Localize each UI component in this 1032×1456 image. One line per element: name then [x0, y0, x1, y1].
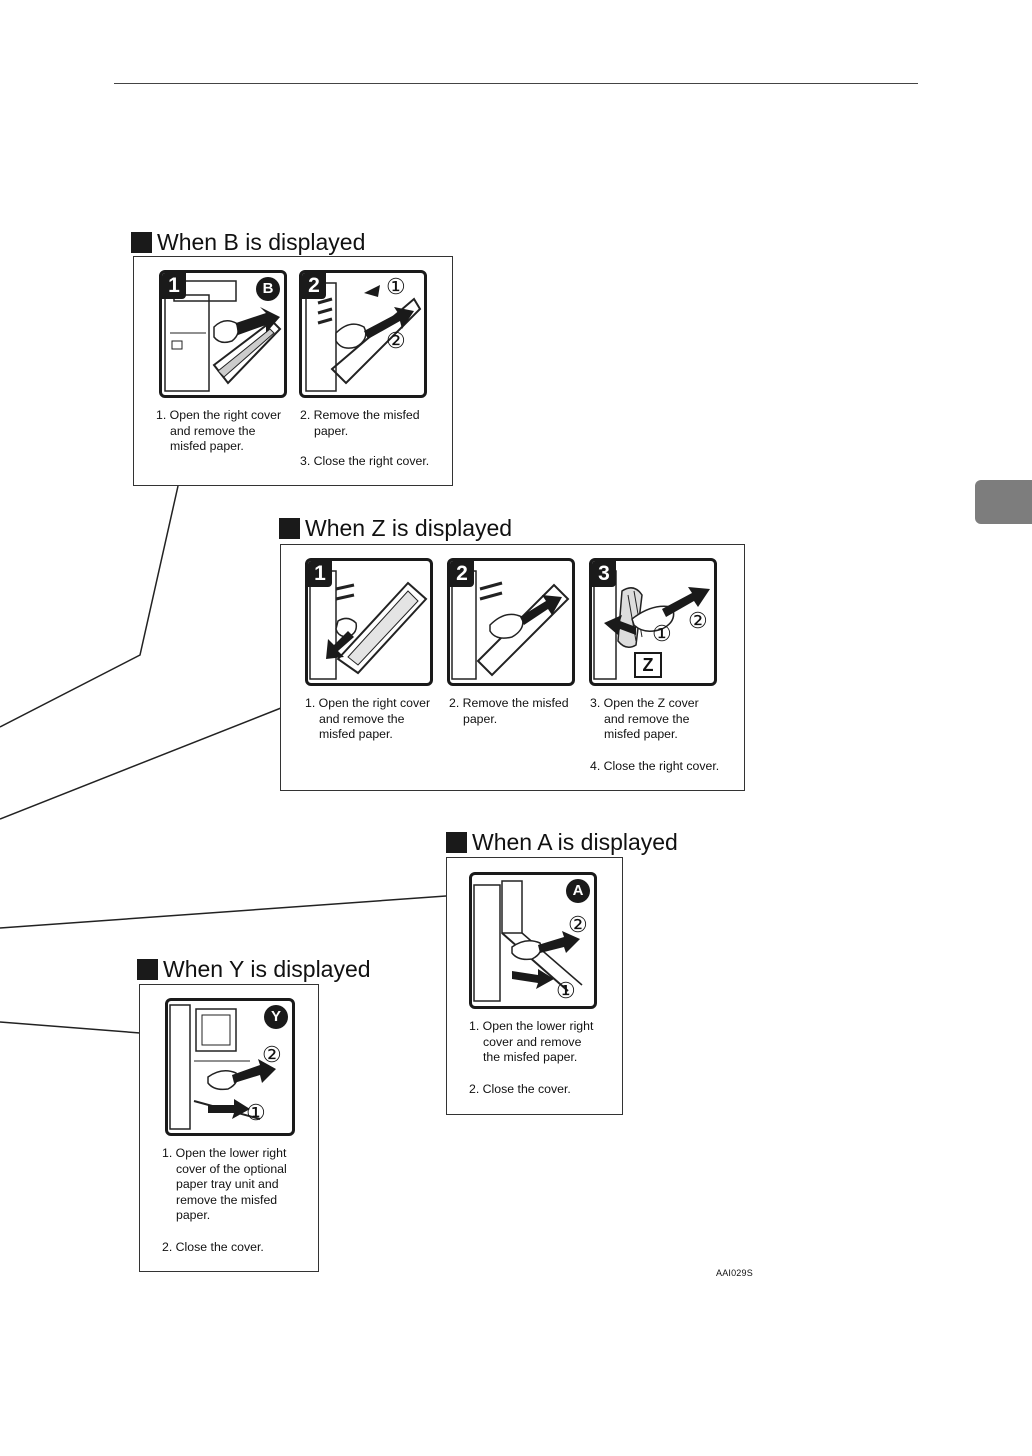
- caption-line: misfed paper.: [170, 439, 244, 453]
- header-rule: [114, 83, 918, 84]
- figure-code: AAI029S: [716, 1268, 753, 1278]
- step-caption: 3. Close the right cover.: [300, 454, 429, 470]
- illustration-b-step-1: 1 B: [159, 270, 287, 398]
- caption-line: 1. Open the lower right: [469, 1019, 594, 1033]
- illustration-z-step-3: 3 ① ② Z: [589, 558, 717, 686]
- heading-text: When Z is displayed: [305, 515, 513, 541]
- caption-line: 4. Close the right cover.: [590, 759, 720, 773]
- caption-line: paper.: [314, 423, 349, 438]
- caption-line: paper.: [176, 1208, 211, 1222]
- callout-marker-1: ①: [386, 274, 406, 299]
- heading-when-z: When Z is displayed: [279, 515, 512, 541]
- illustration-z-step-2: 2: [447, 558, 575, 686]
- caption-line: 1. Open the right cover: [305, 696, 431, 710]
- cover-label-z: Z: [634, 652, 662, 678]
- heading-text: When B is displayed: [157, 229, 366, 255]
- caption-line: and remove the: [170, 423, 256, 438]
- step-caption: 1. Open the right cover and remove the m…: [305, 696, 430, 743]
- caption-line: remove the misfed: [176, 1192, 278, 1207]
- remove-misfed-paper-illustration: [305, 282, 422, 392]
- callout-marker-1: ①: [652, 621, 672, 646]
- step-number: 2: [450, 561, 474, 587]
- heading-square-marker: [279, 517, 300, 539]
- section-z-box: 1 2 3 ① ② Z 1. Open the right cover and …: [280, 544, 745, 791]
- caption-line: misfed paper.: [604, 727, 678, 741]
- heading-when-a: When A is displayed: [446, 829, 678, 855]
- caption-line: cover and remove: [483, 1034, 582, 1049]
- callout-marker-2: ②: [386, 328, 406, 353]
- open-z-cover-illustration: [593, 570, 710, 680]
- caption-line: paper tray unit and: [176, 1177, 279, 1191]
- heading-square-marker: [137, 958, 158, 980]
- caption-line: 2. Close the cover.: [162, 1240, 264, 1254]
- caption-line: 3. Open the Z cover: [590, 696, 699, 710]
- step-caption: 4. Close the right cover.: [590, 759, 719, 775]
- caption-line: and remove the: [319, 711, 405, 726]
- open-lower-right-cover-illustration: [473, 880, 583, 1002]
- caption-line: and remove the: [604, 711, 690, 726]
- illustration-z-step-1: 1: [305, 558, 433, 686]
- heading-when-y: When Y is displayed: [137, 956, 371, 982]
- step-caption: 3. Open the Z cover and remove the misfe…: [590, 696, 699, 743]
- step-number: 1: [162, 273, 186, 299]
- callout-marker-1: ①: [246, 1100, 266, 1125]
- heading-when-b: When B is displayed: [131, 229, 365, 255]
- remove-misfed-paper-illustration: [451, 570, 570, 680]
- section-b-box: 1 B 2 ① ② 1. Open the right cover and re…: [133, 256, 453, 486]
- callout-marker-2: ②: [262, 1042, 282, 1067]
- step-number: 3: [592, 561, 616, 587]
- callout-marker-2: ②: [568, 912, 588, 937]
- callout-marker-1: ①: [556, 978, 576, 1003]
- heading-square-marker: [131, 231, 152, 253]
- illustration-a-step-1: A ② ①: [469, 872, 597, 1009]
- caption-line: cover of the optional: [176, 1161, 287, 1176]
- caption-line: paper.: [463, 711, 498, 726]
- chapter-tab: [975, 480, 1032, 524]
- illustration-b-step-2: 2 ① ②: [299, 270, 427, 398]
- step-number: 2: [302, 273, 326, 299]
- caption-line: 2. Remove the misfed: [300, 408, 420, 422]
- heading-text: When Y is displayed: [163, 956, 371, 982]
- caption-line: 1. Open the right cover: [156, 408, 282, 422]
- step-caption: 1. Open the right cover and remove the m…: [156, 408, 281, 455]
- step-caption: 2. Close the cover.: [162, 1240, 264, 1256]
- section-a-box: A ② ① 1. Open the lower right cover and …: [446, 857, 623, 1115]
- open-tray-unit-cover-illustration: [169, 1004, 276, 1130]
- caption-line: 2. Close the cover.: [469, 1082, 571, 1096]
- illustration-y-step-1: Y ② ①: [165, 998, 295, 1136]
- caption-line: the misfed paper.: [483, 1050, 578, 1064]
- step-caption: 2. Remove the misfed paper.: [300, 408, 420, 439]
- step-caption: 2. Close the cover.: [469, 1082, 571, 1098]
- location-badge-a: A: [566, 879, 590, 903]
- step-caption: 1. Open the lower right cover of the opt…: [162, 1146, 287, 1224]
- caption-line: 3. Close the right cover.: [300, 454, 430, 468]
- callout-marker-2: ②: [688, 608, 708, 633]
- heading-text: When A is displayed: [472, 829, 678, 855]
- step-caption: 2. Remove the misfed paper.: [449, 696, 569, 727]
- location-badge-y: Y: [264, 1005, 288, 1029]
- copier-right-cover-illustration: [164, 280, 282, 392]
- caption-line: 1. Open the lower right: [162, 1146, 287, 1160]
- section-y-box: Y ② ① 1. Open the lower right cover of t…: [139, 984, 319, 1272]
- heading-square-marker: [446, 831, 467, 853]
- step-number: 1: [308, 561, 332, 587]
- step-caption: 1. Open the lower right cover and remove…: [469, 1019, 593, 1066]
- location-badge-b: B: [256, 277, 280, 301]
- caption-line: 2. Remove the misfed: [449, 696, 569, 710]
- caption-line: misfed paper.: [319, 727, 393, 741]
